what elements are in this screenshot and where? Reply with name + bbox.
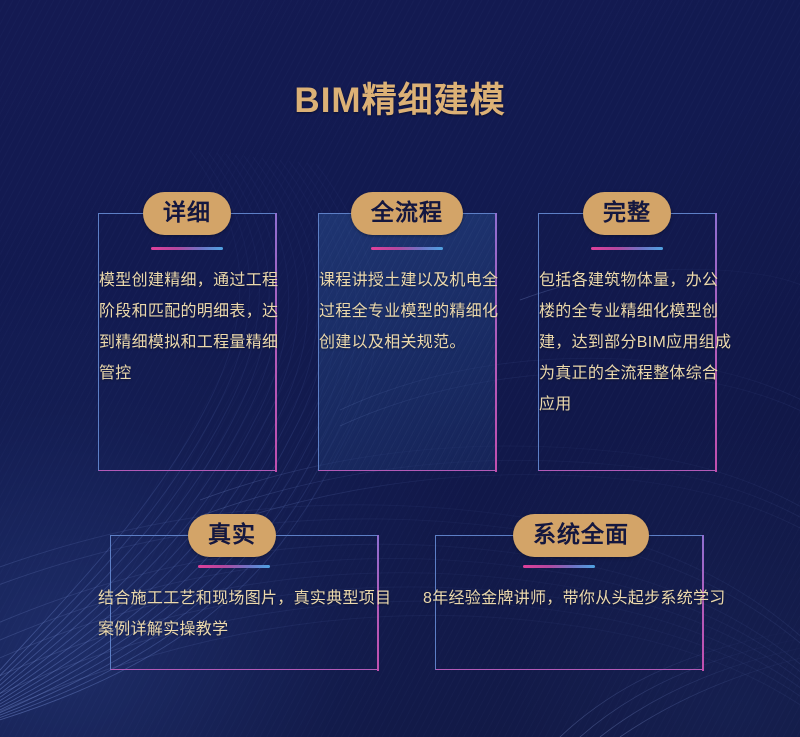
card-divider: [591, 247, 663, 250]
card-badge-detailed: 详细: [143, 192, 231, 235]
card-divider: [198, 565, 270, 568]
card-divider: [523, 565, 595, 568]
feature-card-complete[interactable]: 完整 包括各建筑物体量，办公楼的全专业精细化模型创建，达到部分BIM应用组成为真…: [538, 192, 731, 472]
card-frame: [318, 212, 497, 472]
card-badge-complete: 完整: [583, 192, 671, 235]
card-badge-real: 真实: [188, 514, 276, 557]
feature-card-real[interactable]: 真实 结合施工工艺和现场图片，真实典型项目案例详解实操教学: [98, 514, 391, 671]
card-body-detailed: 模型创建精细，通过工程阶段和匹配的明细表，达到精细模拟和工程量精细管控: [99, 272, 279, 382]
card-body-full-process: 课程讲授土建以及机电全过程全专业模型的精细化创建以及相关规范。: [319, 272, 499, 351]
card-body-real: 结合施工工艺和现场图片，真实典型项目案例详解实操教学: [98, 590, 392, 638]
feature-card-detailed[interactable]: 详细 模型创建精细，通过工程阶段和匹配的明细表，达到精细模拟和工程量精细管控: [98, 192, 278, 472]
card-body-complete: 包括各建筑物体量，办公楼的全专业精细化模型创建，达到部分BIM应用组成为真正的全…: [539, 272, 732, 413]
feature-card-systematic[interactable]: 系统全面 8年经验金牌讲师，带你从头起步系统学习: [423, 514, 725, 671]
feature-card-full-process[interactable]: 全流程 课程讲授土建以及机电全过程全专业模型的精细化创建以及相关规范。: [318, 192, 498, 472]
card-divider: [371, 247, 443, 250]
card-badge-full-process: 全流程: [351, 192, 463, 235]
card-badge-systematic: 系统全面: [513, 514, 649, 557]
page-title: BIM精细建模: [294, 81, 506, 120]
card-body-systematic: 8年经验金牌讲师，带你从头起步系统学习: [423, 590, 726, 607]
card-divider: [151, 247, 223, 250]
